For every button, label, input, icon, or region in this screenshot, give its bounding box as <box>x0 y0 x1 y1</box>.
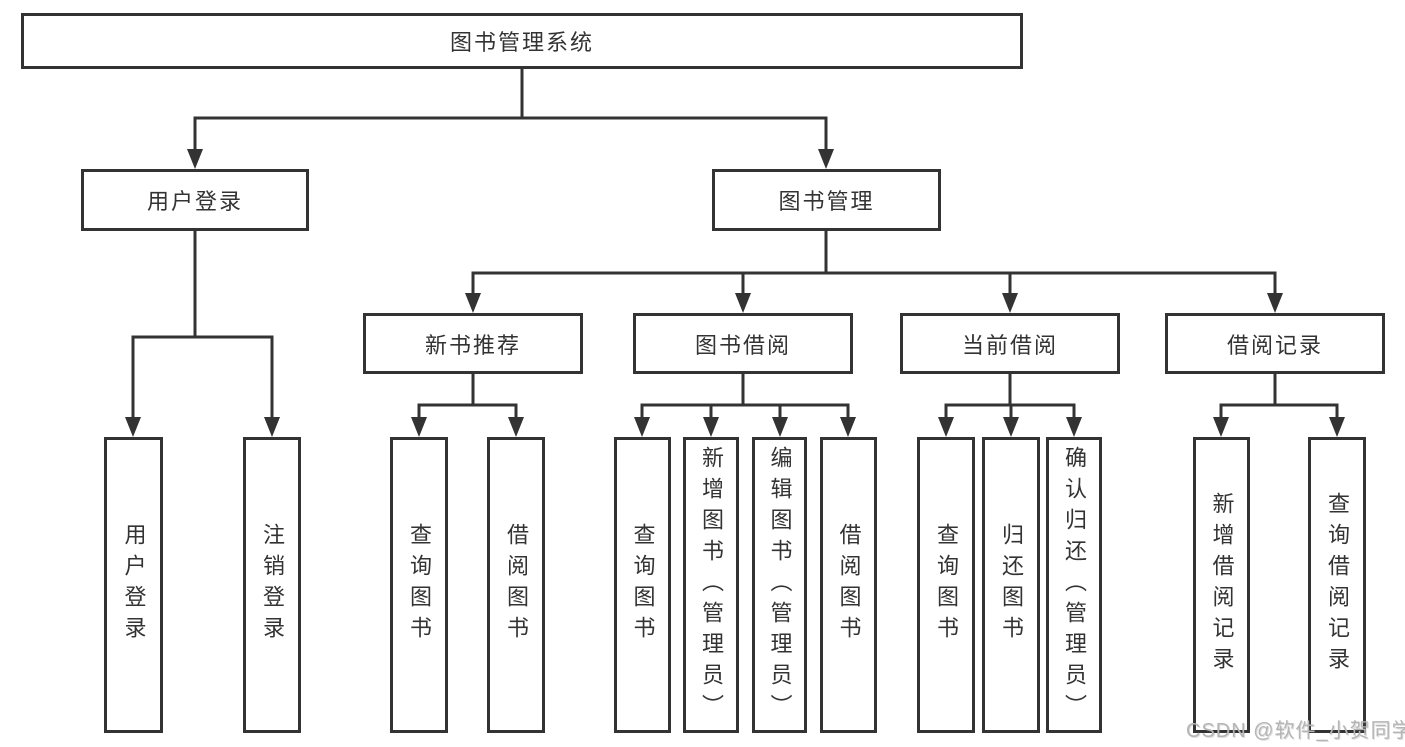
leaf-query-book-1-label: 查询图书 <box>407 523 432 647</box>
leaf-edit-book-admin-label: 编辑图书（管理员） <box>767 445 793 725</box>
leaf-query-borrow-record-label: 查询借阅记录 <box>1325 492 1350 678</box>
leaf-query-book-3-label: 查询图书 <box>934 523 959 647</box>
node-borrow-record-label: 借阅记录 <box>1226 332 1323 358</box>
csdn-watermark: CSDN @软件_小贺同学 <box>1186 720 1405 742</box>
node-borrow-record: 借阅记录 <box>1165 313 1385 374</box>
leaf-query-book-2: 查询图书 <box>614 437 671 733</box>
leaf-return-book-label: 归还图书 <box>999 523 1024 647</box>
node-new-book-recommend: 新书推荐 <box>363 313 583 374</box>
leaf-return-book: 归还图书 <box>982 437 1040 733</box>
node-user-login-label: 用户登录 <box>146 189 243 214</box>
node-user-login: 用户登录 <box>81 169 309 231</box>
node-book-management: 图书管理 <box>712 169 941 231</box>
node-book-borrow-label: 图书借阅 <box>694 332 791 358</box>
leaf-logout-label: 注销登录 <box>260 523 285 647</box>
leaf-user-login-label: 用户登录 <box>121 523 147 647</box>
leaf-add-book-admin-label: 新增图书（管理员） <box>699 445 724 725</box>
leaf-query-book-1: 查询图书 <box>390 437 448 733</box>
leaf-edit-book-admin: 编辑图书（管理员） <box>752 437 807 733</box>
leaf-user-login: 用户登录 <box>104 437 163 733</box>
leaf-confirm-return-admin: 确认归还（管理员） <box>1046 437 1102 733</box>
node-new-book-recommend-label: 新书推荐 <box>424 332 521 358</box>
leaf-confirm-return-admin-label: 确认归还（管理员） <box>1062 445 1087 725</box>
leaf-query-book-3: 查询图书 <box>917 437 975 733</box>
leaf-borrow-book-1-label: 借阅图书 <box>504 523 529 647</box>
node-current-borrow-label: 当前借阅 <box>961 332 1058 358</box>
node-book-borrow: 图书借阅 <box>633 313 853 374</box>
leaf-borrow-book-2-label: 借阅图书 <box>836 523 862 647</box>
node-current-borrow: 当前借阅 <box>900 313 1120 374</box>
leaf-add-borrow-record: 新增借阅记录 <box>1193 437 1250 733</box>
leaf-borrow-book-1: 借阅图书 <box>487 437 545 733</box>
node-root-label: 图书管理系统 <box>449 30 594 55</box>
leaf-borrow-book-2: 借阅图书 <box>820 437 877 733</box>
leaf-add-book-admin: 新增图书（管理员） <box>683 437 739 733</box>
leaf-logout: 注销登录 <box>243 437 301 733</box>
node-root: 图书管理系统 <box>21 13 1023 69</box>
leaf-query-book-2-label: 查询图书 <box>630 523 656 647</box>
leaf-add-borrow-record-label: 新增借阅记录 <box>1209 492 1235 678</box>
leaf-query-borrow-record: 查询借阅记录 <box>1308 437 1366 733</box>
node-book-management-label: 图书管理 <box>778 189 875 214</box>
